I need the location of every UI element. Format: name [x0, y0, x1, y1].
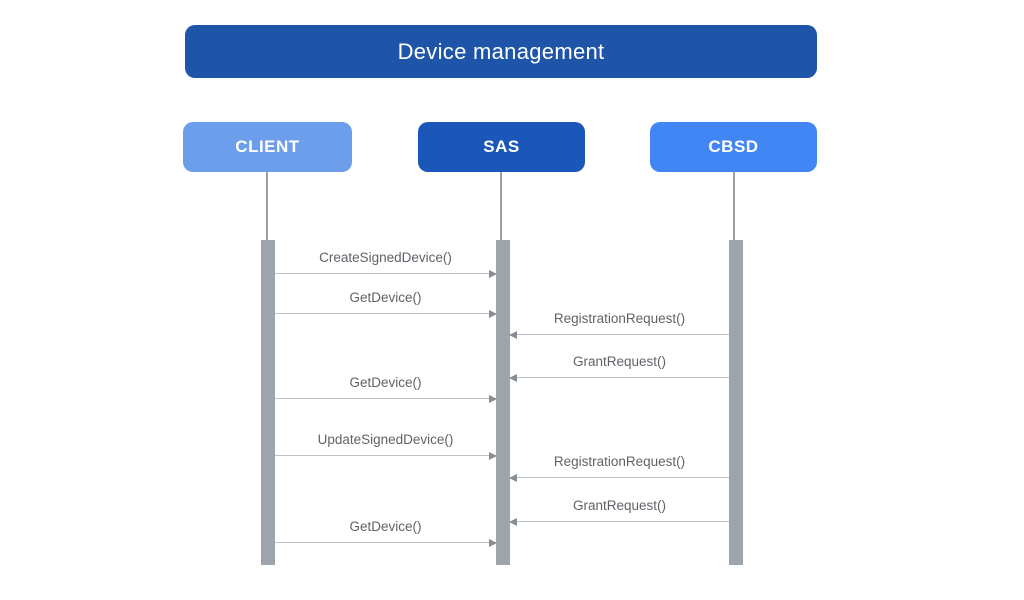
activation-bar-client [261, 240, 275, 565]
sequence-message: GetDevice() [275, 284, 497, 318]
activation-bar-cbsd [729, 240, 743, 565]
message-label: GrantRequest() [572, 354, 667, 369]
activation-bar-sas [496, 240, 510, 565]
sequence-message: CreateSignedDevice() [275, 244, 497, 278]
arrowhead-icon [509, 517, 517, 526]
message-label: GetDevice() [349, 519, 422, 534]
message-label: RegistrationRequest() [553, 311, 686, 326]
message-label: GrantRequest() [572, 498, 667, 513]
message-line [510, 476, 729, 478]
message-label: UpdateSignedDevice() [317, 432, 454, 447]
lifeline-sas [500, 172, 502, 240]
sequence-message: RegistrationRequest() [509, 305, 729, 339]
arrowhead-icon [509, 373, 517, 382]
actor-box-sas: SAS [418, 122, 585, 172]
sequence-message: GrantRequest() [509, 492, 729, 526]
message-line [510, 520, 729, 522]
sequence-message: GetDevice() [275, 369, 497, 403]
message-label: GetDevice() [349, 375, 422, 390]
arrowhead-icon [489, 538, 497, 547]
diagram-title-banner: Device management [185, 25, 817, 78]
message-label: CreateSignedDevice() [319, 250, 452, 265]
sequence-message: RegistrationRequest() [509, 448, 729, 482]
lifeline-client [266, 172, 268, 240]
arrowhead-icon [509, 330, 517, 339]
message-line [275, 312, 496, 314]
message-line [510, 376, 729, 378]
message-line [275, 397, 496, 399]
message-line [275, 272, 496, 274]
message-label: GetDevice() [349, 290, 422, 305]
message-line [510, 333, 729, 335]
message-line [275, 541, 496, 543]
message-line [275, 454, 496, 456]
arrowhead-icon [489, 394, 497, 403]
lifeline-cbsd [733, 172, 735, 240]
actor-box-cbsd: CBSD [650, 122, 817, 172]
actor-label-sas: SAS [483, 137, 520, 156]
arrowhead-icon [489, 309, 497, 318]
sequence-message: GrantRequest() [509, 348, 729, 382]
message-label: RegistrationRequest() [553, 454, 686, 469]
arrowhead-icon [489, 451, 497, 460]
actor-label-cbsd: CBSD [708, 137, 759, 156]
actor-box-client: CLIENT [183, 122, 352, 172]
diagram-title: Device management [397, 38, 605, 64]
arrowhead-icon [489, 269, 497, 278]
sequence-message: GetDevice() [275, 513, 497, 547]
sequence-message: UpdateSignedDevice() [275, 426, 497, 460]
actor-label-client: CLIENT [235, 137, 300, 156]
arrowhead-icon [509, 473, 517, 482]
